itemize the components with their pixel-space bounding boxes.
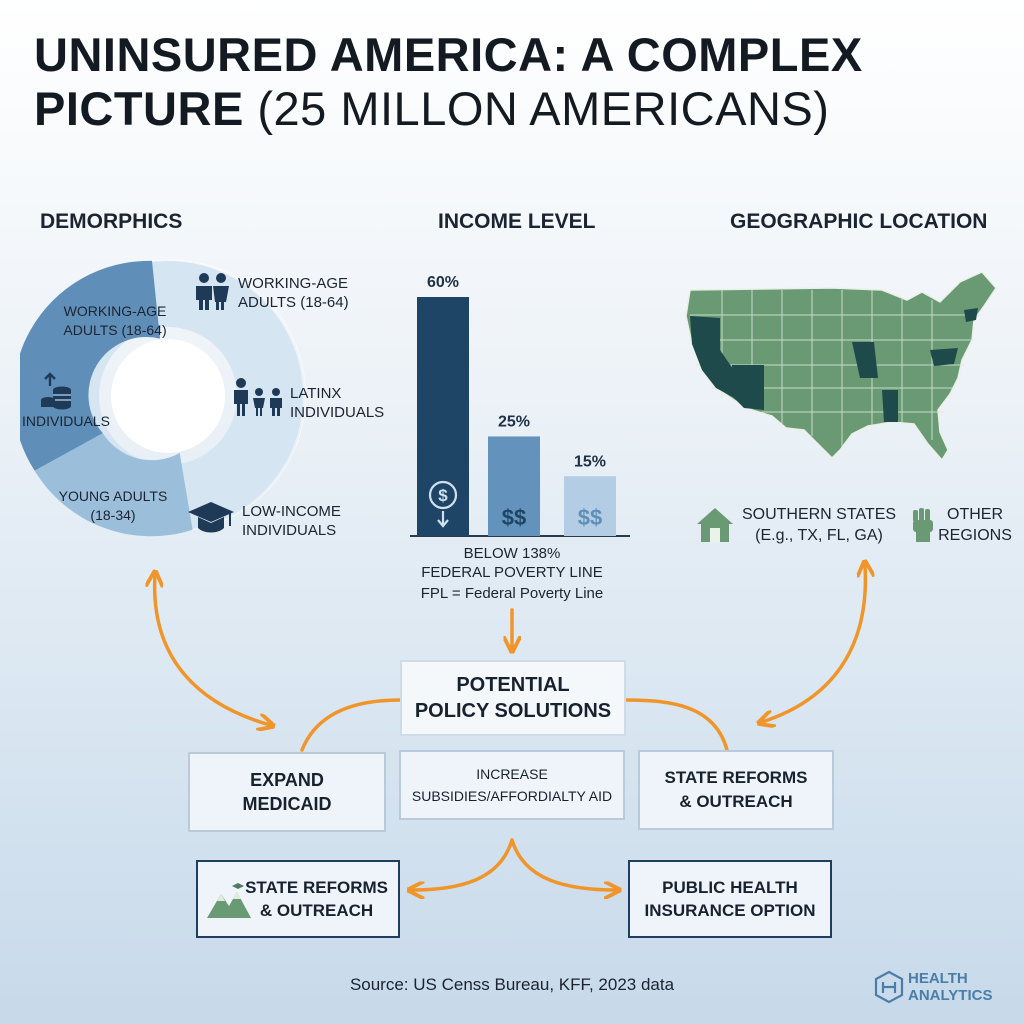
map-legend-southern: SOUTHERN STATES (E.g., TX, FL, GA) [741,506,897,544]
policy-state-reforms-bottom: STATE REFORMS & OUTREACH [196,860,400,938]
family-children-icon [234,378,282,416]
us-map [685,271,997,462]
coins-icon [41,372,71,410]
map-legend-other: OTHER REGIONS [938,506,1012,544]
income-bar-3 [564,476,616,536]
section-geo-title: GEOGRAPHIC LOCATION [730,210,988,233]
policy-expand-medicaid: EXPAND MEDICAID [188,752,386,832]
section-demographics-title: DEMORPHICS [40,210,183,233]
title-subtitle: (25 MILLON AMERICANS) [257,82,830,135]
legend-low-income: LOW-INCOME INDIVIDUALS [242,503,341,539]
income-bar-chart: 60%25%15%$$$$$ [410,274,630,537]
source-note: Source: US Censs Bureau, KFF, 2023 data [349,975,675,994]
income-note: FPL = Federal Poverty Line [420,585,604,602]
graduation-cap-icon [188,502,234,533]
income-bar-label-1: 60% [427,274,459,291]
donut-hole [111,339,225,453]
legend-working-age: WORKING-AGE ADULTS (18-64) [238,275,349,311]
brand-name: HEALTH ANALYTICS [908,970,992,1004]
policy-public-text: PUBLIC HEALTH INSURANCE OPTION [644,878,816,920]
brand-line-2: ANALYTICS [908,987,993,1004]
income-bar-2 [488,436,540,536]
health-analytics-logo-icon [874,970,904,1004]
policy-state-reforms-top: STATE REFORMS & OUTREACH [638,750,834,830]
fist-icon [913,508,933,542]
mountains-icon [207,883,251,918]
donut-label-working-age: WORKING-AGE ADULTS (18-64) [63,303,167,338]
policy-subsidies: INCREASE SUBSIDIES/AFFORDIALTY AID [399,750,625,820]
income-bar-label-2: 25% [498,413,530,430]
dollar-signs-icon-light: $$ [578,505,602,530]
map-region-arizona [732,365,764,410]
map-region-alabama [882,390,898,422]
brand-line-1: HEALTH [908,970,968,987]
income-x-label: BELOW 138% FEDERAL POVERTY LINE [421,545,603,581]
policy-state-top-text: STATE REFORMS & OUTREACH [664,768,808,811]
map-region-west-coast [690,316,742,400]
house-icon [697,508,733,542]
policy-state-bottom-text: STATE REFORMS & OUTREACH [245,878,388,920]
legend-latinx: LATINX INDIVIDUALS [290,385,385,421]
donut-segment-working-age [20,260,160,471]
donut-segment-young-adults [34,433,193,537]
donut-label-individuals: INDIVIDUALS [22,413,110,429]
map-region-virginia [930,348,958,366]
policy-expand-text: EXPAND MEDICAID [242,770,332,814]
policy-center-text: POTENTIAL POLICY SOLUTIONS [414,674,612,722]
dollar-signs-icon-mid: $$ [502,505,526,530]
map-region-missouri [852,342,878,378]
dollar-down-icon: $ [428,480,458,528]
title-line-2: PICTURE [34,82,244,135]
svg-text:$: $ [438,486,448,505]
policy-center-box: POTENTIAL POLICY SOLUTIONS [400,660,626,736]
income-bar-1 [417,297,469,536]
policy-subsidies-text: INCREASE SUBSIDIES/AFFORDIALTY AID [411,766,613,804]
donut-label-young-adults: YOUNG ADULTS (18-34) [58,488,168,523]
policy-public-option: PUBLIC HEALTH INSURANCE OPTION [628,860,832,938]
map-region-northeast [964,308,978,322]
title-line-1: UNINSURED AMERICA: A COMPLEX [34,28,863,81]
family-icon [196,273,229,310]
page-title: UNINSURED AMERICA: A COMPLEX PICTURE (25… [34,28,994,136]
section-income-title: INCOME LEVEL [438,210,596,233]
income-bar-label-3: 15% [574,453,606,470]
